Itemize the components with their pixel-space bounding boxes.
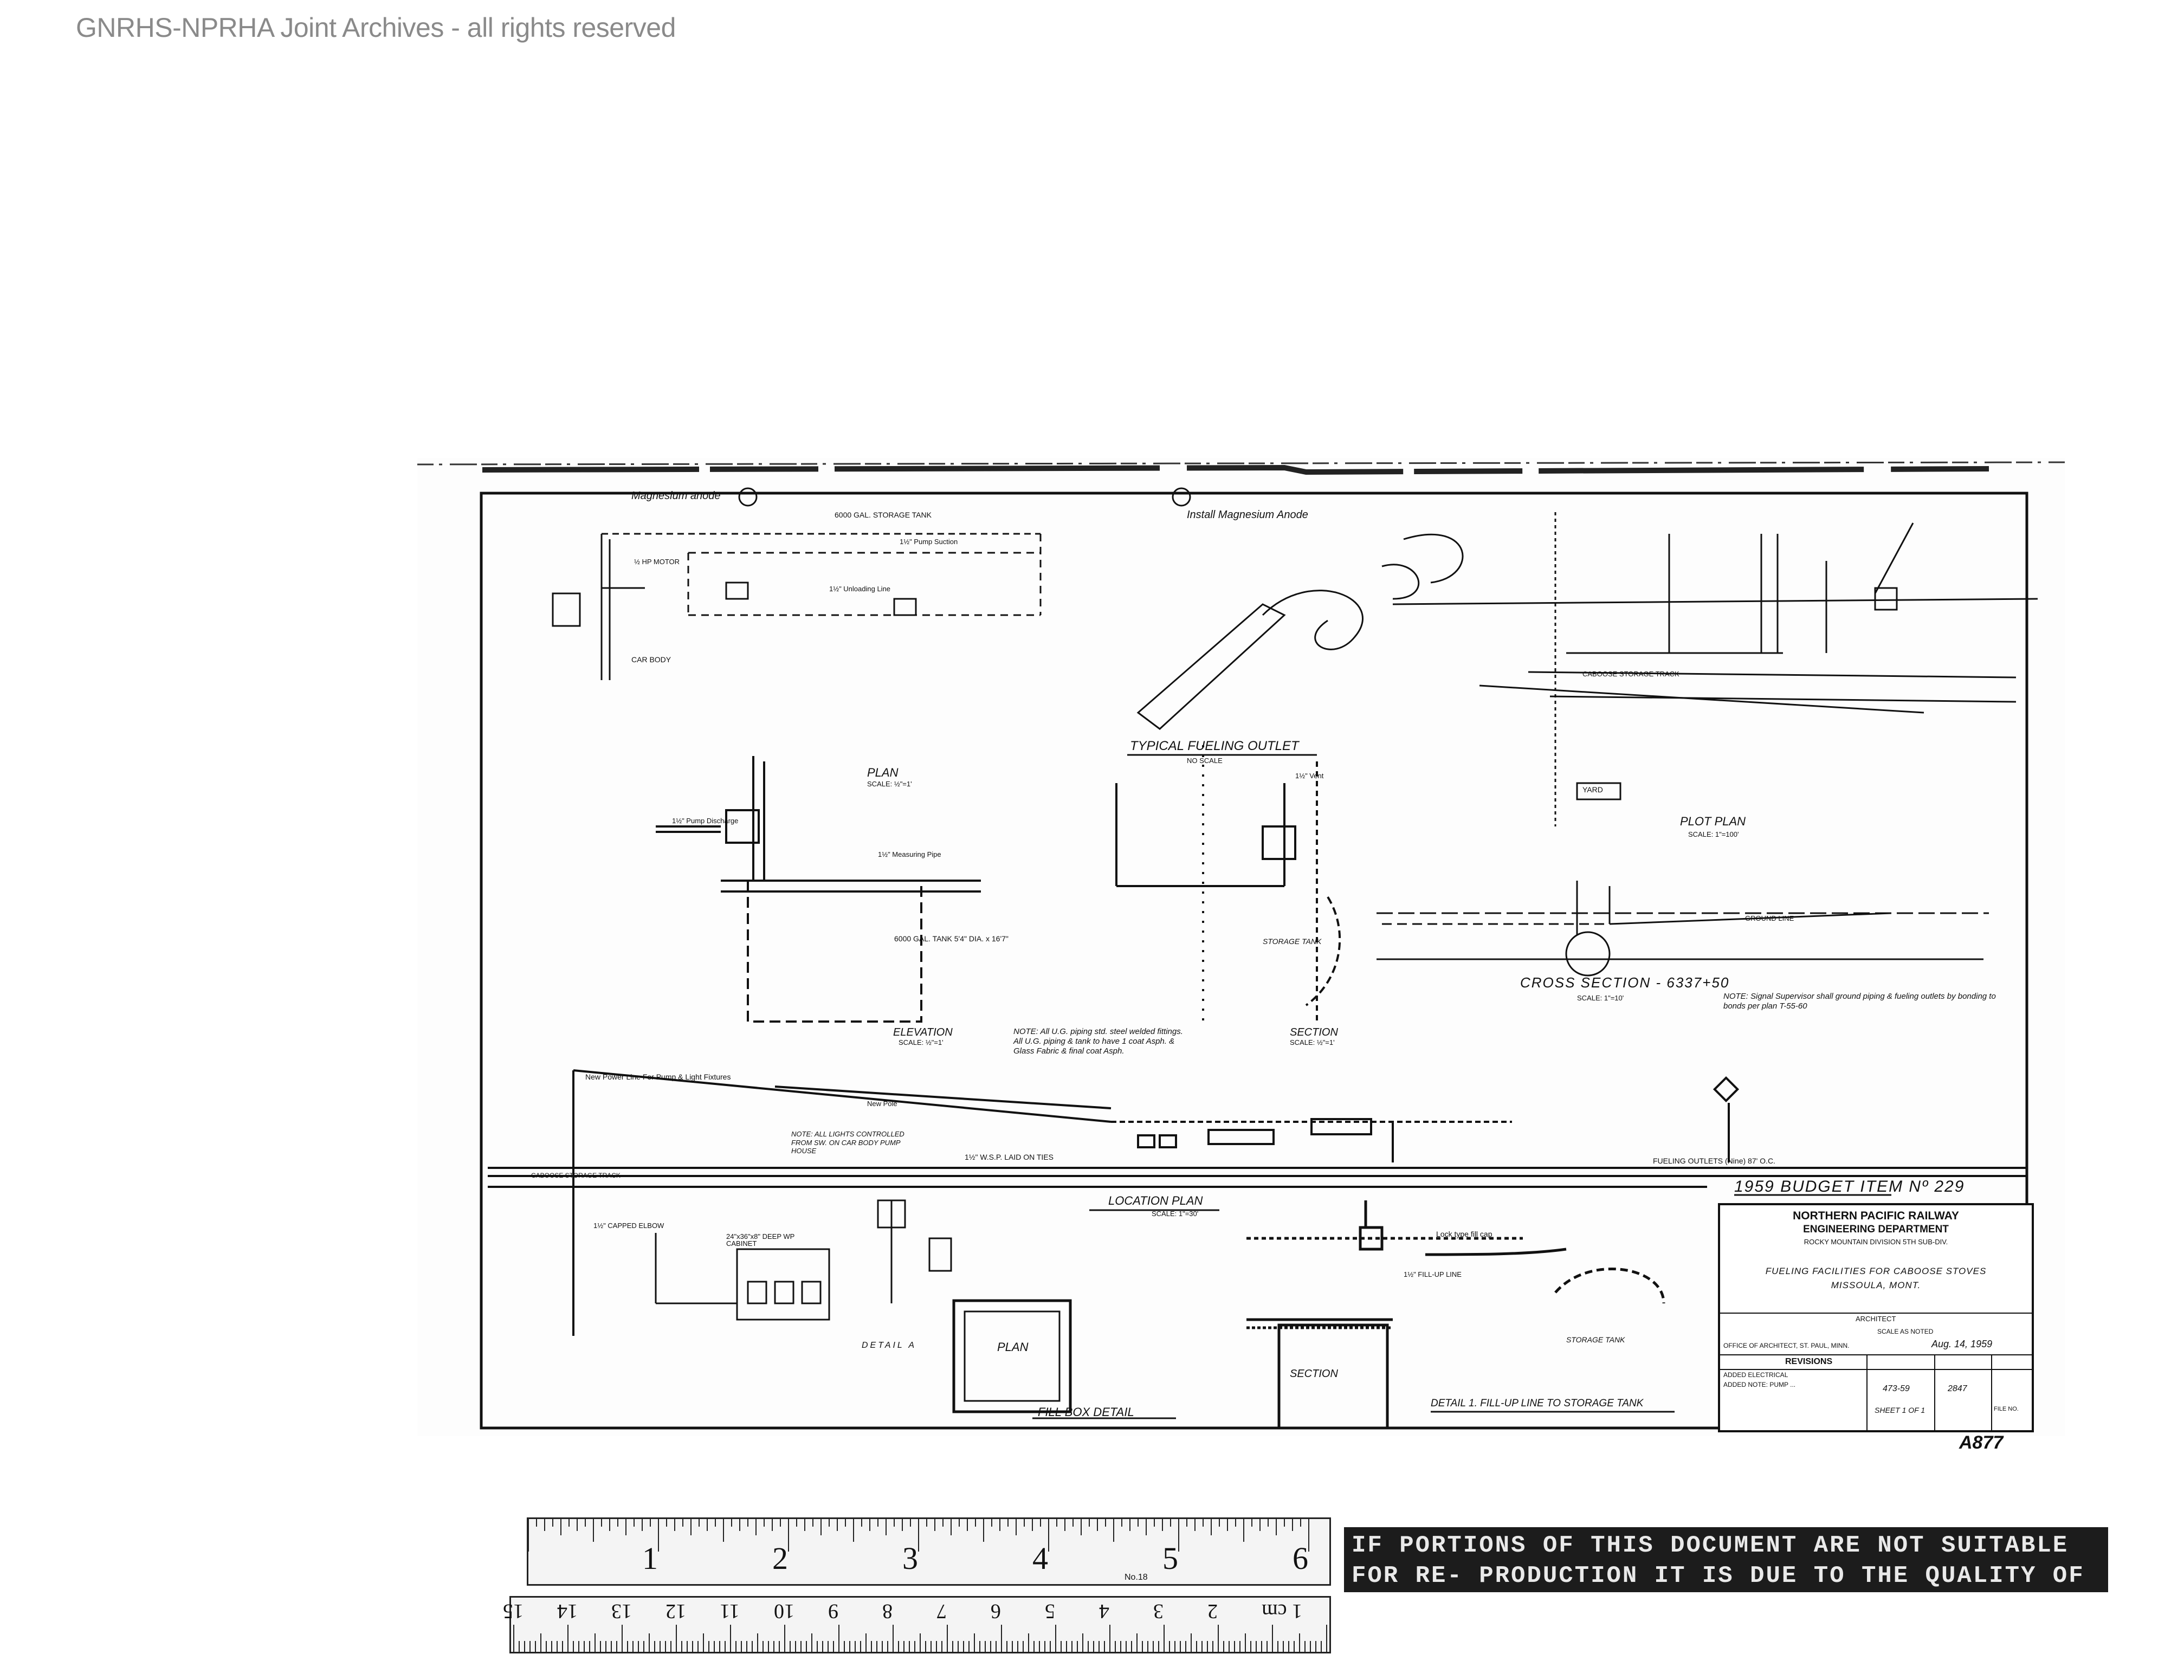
magnesium-anode-label: Magnesium anode <box>631 490 721 502</box>
cm-mark: 13 <box>611 1600 632 1623</box>
section-scale: SCALE: ½"=1' <box>1290 1038 1335 1046</box>
job-number: 2847 <box>1948 1384 1967 1393</box>
caboose-track-label-2: CABOOSE STORAGE TRACK <box>531 1172 621 1179</box>
plot-plan-title: PLOT PLAN <box>1680 815 1746 828</box>
cm-mark: 7 <box>936 1600 947 1623</box>
car-body-label: CAR BODY <box>631 655 671 664</box>
archive-watermark: GNRHS-NPRHA Joint Archives - all rights … <box>76 12 676 43</box>
fill-box-plan-label: PLAN <box>997 1340 1029 1354</box>
detail-1-title: DETAIL 1. FILL-UP LINE TO STORAGE TANK <box>1431 1398 1644 1409</box>
inch-mark-2: 2 <box>772 1541 788 1576</box>
storage-tank-label: STORAGE TANK <box>1263 937 1322 946</box>
elevation-title: ELEVATION <box>893 1026 953 1038</box>
inch-mark-1: 1 <box>642 1541 658 1576</box>
sheet-count: SHEET 1 OF 1 <box>1875 1406 1925 1414</box>
inch-ruler: 1 2 3 4 5 6 No.18 <box>527 1517 1331 1586</box>
wsp-line-label: 1½" W.S.P. LAID ON TIES <box>965 1153 1054 1161</box>
motor-label: ½ HP MOTOR <box>634 558 680 566</box>
fuel-outlets-label: FUELING OUTLETS (Nine) 87' O.C. <box>1653 1156 1775 1165</box>
company-name: NORTHERN PACIFIC RAILWAY <box>1793 1210 1959 1222</box>
architect-label: ARCHITECT <box>1856 1315 1896 1323</box>
grade-line-label: GROUND LINE <box>1745 914 1794 922</box>
cross-section-title: CROSS SECTION - 6337+50 <box>1520 974 1730 991</box>
power-line-label: New Power Line For Pump & Light Fixtures <box>585 1072 731 1081</box>
project-line-1: FUELING FACILITIES FOR CABOOSE STOVES <box>1765 1266 1987 1276</box>
signal-note: NOTE: Signal Supervisor shall ground pip… <box>1723 992 1996 1011</box>
cm-mark: 9 <box>828 1600 838 1623</box>
location-plan-title: LOCATION PLAN <box>1108 1194 1203 1207</box>
lock-fill-cap-label: Lock type fill cap <box>1436 1230 1492 1238</box>
cm-mark: 5 <box>1045 1600 1055 1623</box>
revision-1: ADDED ELECTRICAL <box>1723 1371 1788 1379</box>
office-label: OFFICE OF ARCHITECT, ST. PAUL, MINN. <box>1723 1342 1850 1349</box>
pump-suction-label: 1½" Pump Suction <box>900 538 958 546</box>
cm-mark: 15 <box>503 1600 524 1623</box>
cm-mark: 8 <box>882 1600 893 1623</box>
cm-ruler-ticks <box>513 1625 1327 1652</box>
cross-section-scale: SCALE: 1"=10' <box>1577 994 1624 1002</box>
inch-mark-4: 4 <box>1032 1541 1048 1576</box>
measuring-pipe-label: 1½" Measuring Pipe <box>878 850 941 858</box>
division-name: ROCKY MOUNTAIN DIVISION 5TH SUB-DIV. <box>1804 1238 1948 1246</box>
vent-label: 1½" Vent <box>1295 772 1324 780</box>
file-no-label: FILE NO. <box>1994 1406 2019 1412</box>
drawing-linework <box>417 461 2065 1430</box>
drawing-date: Aug. 14, 1959 <box>1931 1339 1993 1349</box>
ruler-maker: No.18 <box>1125 1573 1148 1582</box>
tank-dims-label: 6000 GAL. TANK 5'4" DIA. x 16'7" <box>894 934 1009 943</box>
revision-2: ADDED NOTE: PUMP ... <box>1723 1381 1796 1388</box>
storage-tank-label-2: STORAGE TANK <box>1566 1335 1625 1344</box>
capped-elbow-label: 1½" CAPPED ELBOW <box>593 1222 664 1230</box>
cm-mark: 6 <box>991 1600 1001 1623</box>
fill-up-line-label: 1½" FILL-UP LINE <box>1404 1270 1462 1278</box>
unloading-line-label: 1½" Unloading Line <box>829 585 891 593</box>
elevation-scale: SCALE: ½"=1' <box>899 1038 944 1046</box>
inch-mark-5: 5 <box>1162 1541 1178 1576</box>
yard-label: YARD <box>1582 785 1603 794</box>
install-anode-label: Install Magnesium Anode <box>1187 509 1308 521</box>
cm-mark: 14 <box>557 1600 578 1623</box>
inch-mark-6: 6 <box>1293 1541 1308 1576</box>
inch-mark-3: 3 <box>902 1541 918 1576</box>
plot-plan-scale: SCALE: 1"=100' <box>1688 830 1739 838</box>
location-plan-scale: SCALE: 1"=30' <box>1152 1210 1199 1218</box>
fill-box-section-label: SECTION <box>1290 1368 1338 1380</box>
plan-title: PLAN <box>867 766 899 779</box>
cabinet-label: 24"x36"x8" DEEP WP CABINET <box>726 1232 795 1248</box>
afe-number: 473-59 <box>1883 1384 1910 1393</box>
new-pole-label: New Pole <box>867 1100 897 1108</box>
plan-scale: SCALE: ½"=1' <box>867 780 912 788</box>
pump-discharge-label: 1½" Pump Discharge <box>672 817 739 825</box>
cm-mark: 10 <box>774 1600 794 1623</box>
department-name: ENGINEERING DEPARTMENT <box>1803 1224 1949 1235</box>
cm-mark: 3 <box>1153 1600 1164 1623</box>
cm-mark: 2 <box>1207 1600 1218 1623</box>
inch-ruler-ticks <box>528 1519 1309 1552</box>
revisions-label: REVISIONS <box>1785 1357 1833 1366</box>
lights-note: NOTE: ALL LIGHTS CONTROLLED FROM SW. ON … <box>791 1130 904 1155</box>
fill-box-title: FILL BOX DETAIL <box>1038 1405 1134 1419</box>
sheet-number: A877 <box>1959 1432 2004 1453</box>
cm-mark: 1 cm <box>1262 1600 1302 1623</box>
cm-mark: 11 <box>720 1600 740 1623</box>
section-title: SECTION <box>1290 1026 1338 1038</box>
caboose-track-label: CABOOSE STORAGE TRACK <box>1582 670 1679 678</box>
budget-item: 1959 BUDGET ITEM Nº 229 <box>1734 1178 1965 1196</box>
detail-a-title: DETAIL A <box>862 1341 917 1350</box>
title-block: NORTHERN PACIFIC RAILWAY ENGINEERING DEP… <box>1718 1203 2034 1432</box>
typical-outlet-title: TYPICAL FUELING OUTLET <box>1130 739 1299 753</box>
project-line-2: MISSOULA, MONT. <box>1831 1280 1921 1290</box>
cm-ruler: 1 cm 2 3 4 5 6 7 8 9 10 11 12 13 14 15 <box>503 1596 1331 1653</box>
cm-mark: 12 <box>665 1600 686 1623</box>
typical-outlet-scale: NO SCALE <box>1187 757 1223 765</box>
tank-label: 6000 GAL. STORAGE TANK <box>835 511 932 519</box>
scale-note: SCALE AS NOTED <box>1877 1328 1934 1335</box>
cm-mark: 4 <box>1099 1600 1109 1623</box>
drawing-sheet: Magnesium anode Install Magnesium Anode … <box>417 458 2065 1452</box>
piping-note: NOTE: All U.G. piping std. steel welded … <box>1013 1027 1183 1056</box>
reproduction-warning: IF PORTIONS OF THIS DOCUMENT ARE NOT SUI… <box>1344 1527 2108 1592</box>
